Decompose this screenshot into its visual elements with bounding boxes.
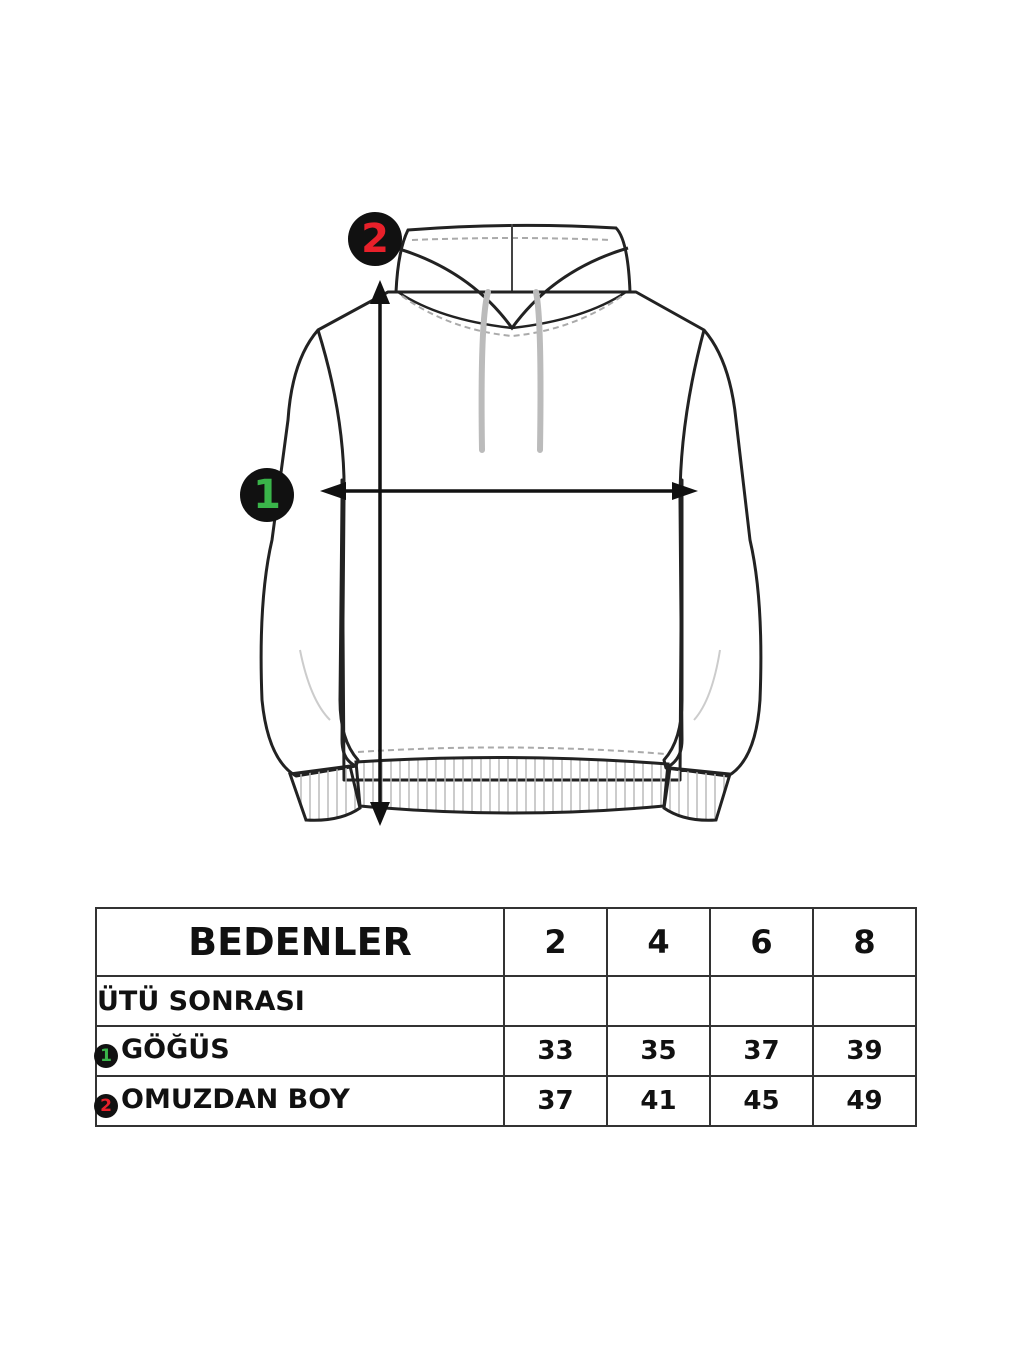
- table-cell: [812, 975, 917, 1027]
- hoodie-sketch-icon: [259, 223, 763, 826]
- row-label: ÜTÜ SONRASI: [95, 975, 505, 1027]
- marker-2-icon: 2: [94, 1094, 118, 1118]
- size-header: 4: [606, 907, 711, 977]
- size-header: 8: [812, 907, 917, 977]
- marker-2-length: 2: [348, 212, 402, 266]
- table-cell: 45: [709, 1075, 814, 1127]
- table-cell: 33: [503, 1025, 608, 1077]
- hoodie-illustration: 1 2: [240, 212, 763, 826]
- table-cell: 37: [709, 1025, 814, 1077]
- marker-1-number: 1: [253, 472, 281, 518]
- table-cell: 41: [606, 1075, 711, 1127]
- table-cell: 37: [503, 1075, 608, 1127]
- row-label-text: OMUZDAN BOY: [121, 1084, 350, 1115]
- row-label-text: ÜTÜ SONRASI: [97, 985, 305, 1017]
- row-label-text: GÖĞÜS: [121, 1034, 230, 1065]
- marker-1-icon: 1: [94, 1044, 118, 1068]
- sizes-header: BEDENLER: [95, 907, 505, 977]
- table-cell: 39: [812, 1025, 917, 1077]
- table-cell: 49: [812, 1075, 917, 1127]
- table-cell: [709, 975, 814, 1027]
- size-header: 6: [709, 907, 814, 977]
- table-cell: 35: [606, 1025, 711, 1077]
- table-row: ÜTÜ SONRASI: [95, 975, 917, 1027]
- marker-1-chest: 1: [240, 468, 294, 522]
- table-cell: [503, 975, 608, 1027]
- table-cell: [606, 975, 711, 1027]
- marker-2-number: 2: [361, 216, 389, 262]
- table-header-row: BEDENLER 2 4 6 8: [95, 907, 917, 977]
- size-header: 2: [503, 907, 608, 977]
